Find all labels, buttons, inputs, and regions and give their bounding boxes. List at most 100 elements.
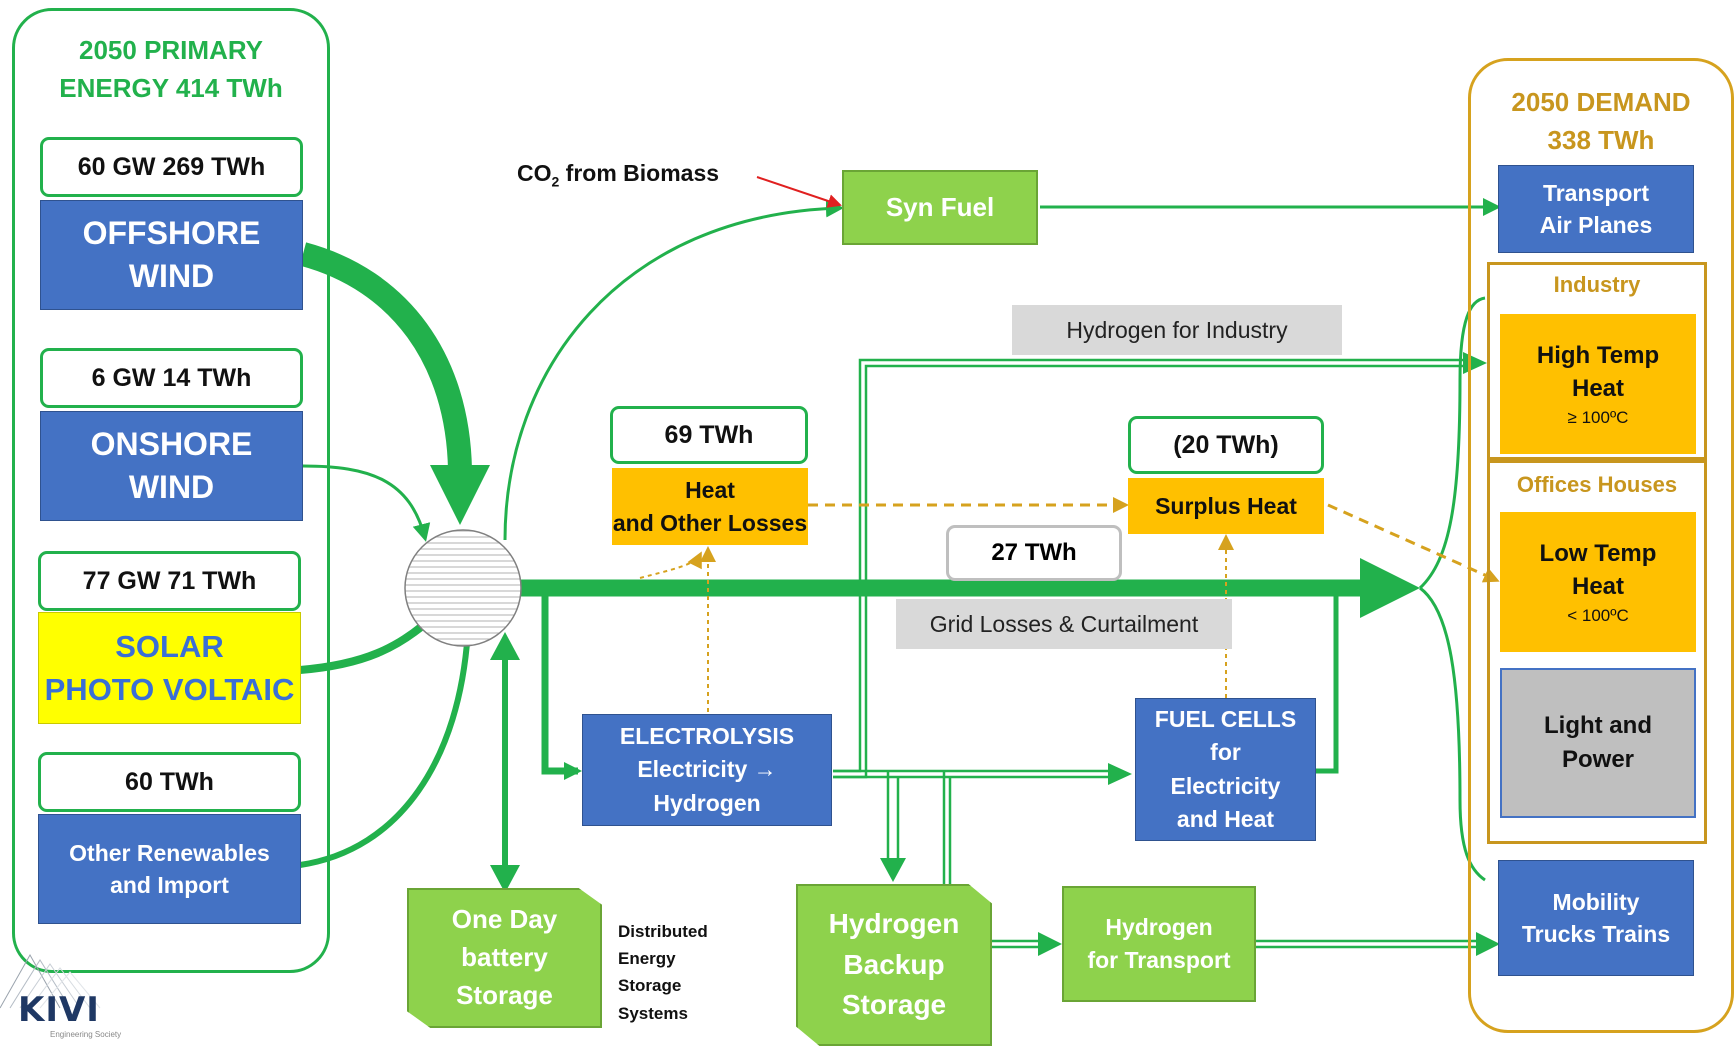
industry-group: [1487, 262, 1707, 460]
transport-line1: Transport: [1542, 179, 1650, 206]
offshore-rating-label: 60 GW 269 TWh: [40, 137, 303, 197]
mobility-box: Mobility Trucks Trains: [1498, 860, 1694, 976]
bus-to-electrolysis-arrow: [541, 596, 582, 780]
demand-title-line1: 2050 DEMAND: [1511, 87, 1691, 117]
surplus-value-label: (20 TWh): [1128, 416, 1324, 474]
hydrogen-industry-label: Hydrogen for Industry: [1012, 305, 1342, 355]
grid-losses-value-label: 27 TWh: [946, 525, 1122, 581]
lowtemp-line2: Heat: [1571, 573, 1625, 601]
h2transport-line1: Hydrogen: [1105, 913, 1213, 940]
solar-line2: PHOTO VOLTAIC: [44, 672, 295, 707]
co2-sub: 2: [551, 173, 560, 190]
h2backup-line2: Backup: [843, 948, 945, 980]
battery-line3: Storage: [456, 979, 553, 1010]
other-line2: and Import: [110, 872, 229, 898]
kivi-logo-tagline: Engineering Society: [50, 1030, 122, 1039]
fuelcells-line3: Electricity: [1170, 772, 1281, 799]
electrolysis-line2: Electricity →: [637, 756, 777, 783]
lowtemp-line1: Low Temp: [1539, 539, 1657, 567]
heat-losses-box: Heat and Other Losses: [612, 468, 808, 545]
surplus-heat-box: Surplus Heat: [1128, 478, 1324, 534]
primary-energy-title: 2050 PRIMARY ENERGY 414 TWh: [12, 32, 330, 107]
battery-line2: battery: [461, 942, 548, 973]
demand-title: 2050 DEMAND 338 TWh: [1468, 84, 1734, 159]
onshore-wind-box: ONSHORE WIND: [40, 411, 303, 521]
battery-bidirectional-arrow: [490, 632, 520, 893]
fuelcells-line1: FUEL CELLS: [1154, 705, 1297, 732]
hightemp-line1: High Temp: [1536, 341, 1660, 369]
battery-storage-box: One Day battery Storage: [407, 888, 602, 1028]
co2-label: CO2 from Biomass: [517, 160, 719, 190]
syn-fuel-box: Syn Fuel: [842, 170, 1038, 245]
solar-line1: SOLAR: [115, 628, 224, 664]
hydrogen-transport-box: Hydrogen for Transport: [1062, 886, 1256, 1002]
other-renewables-box: Other Renewables and Import: [38, 814, 301, 924]
main-electricity-bus: [515, 558, 1420, 618]
offshore-flow-arrow: [299, 242, 490, 525]
co2-text: CO: [517, 160, 552, 186]
light-power-box: Light and Power: [1500, 668, 1696, 818]
distributed-line1: Distributed: [618, 922, 708, 941]
low-temp-heat-box: Low Temp Heat < 100ºC: [1500, 512, 1696, 652]
distributed-line4: Systems: [618, 1003, 688, 1023]
h2backup-line1: Hydrogen: [828, 908, 960, 940]
solar-rating-label: 77 GW 71 TWh: [38, 551, 301, 611]
primary-energy-title-line1: 2050 PRIMARY: [79, 35, 263, 65]
offshore-line2: WIND: [128, 258, 215, 294]
grid-losses-label: Grid Losses & Curtailment: [896, 599, 1232, 649]
fuelcells-to-bus-line: [1316, 596, 1339, 774]
offshore-wind-box: OFFSHORE WIND: [40, 200, 303, 310]
kivi-logo: KIVI Engineering Society: [0, 950, 150, 1040]
h2transport-line2: for Transport: [1087, 947, 1231, 973]
onshore-line1: ONSHORE: [90, 425, 253, 462]
co2-arrow: [756, 176, 842, 208]
onshore-rating-label: 6 GW 14 TWh: [40, 348, 303, 408]
high-temp-heat-box: High Temp Heat ≥ 100ºC: [1500, 314, 1696, 454]
offices-houses-group: [1487, 460, 1707, 844]
kivi-logo-name: KIVI: [18, 990, 100, 1030]
industry-label: Industry: [1553, 272, 1641, 297]
other-line1: Other Renewables: [69, 839, 270, 866]
mobility-line1: Mobility: [1552, 888, 1640, 915]
transport-airplanes-box: Transport Air Planes: [1498, 165, 1694, 253]
demand-panel: [1468, 58, 1734, 1033]
distributed-line2: Energy: [618, 949, 676, 969]
co2-rest: from Biomass: [559, 160, 720, 186]
heat-losses-value-label: 69 TWh: [610, 406, 808, 464]
fuelcells-line2: for: [1210, 739, 1241, 766]
hightemp-sub: ≥ 100ºC: [1567, 407, 1629, 427]
solar-pv-box: SOLAR PHOTO VOLTAIC: [38, 612, 301, 724]
synfuel-flow-arrow: [503, 199, 844, 541]
fuel-cells-box: FUEL CELLS for Electricity and Heat: [1135, 698, 1316, 841]
battery-line1: One Day: [451, 904, 558, 935]
lowtemp-sub: < 100ºC: [1567, 605, 1629, 625]
other-flow-arrow: [299, 626, 477, 868]
offices-houses-label: Offices Houses: [1516, 472, 1678, 497]
fuelcells-line4: and Heat: [1176, 805, 1275, 832]
electrolysis-box: ELECTROLYSIS Electricity → Hydrogen: [582, 714, 832, 826]
transport-line2: Air Planes: [1539, 212, 1653, 238]
hydrogen-backup-storage-box: Hydrogen Backup Storage: [796, 884, 992, 1046]
kivi-logo-mark-icon: [0, 953, 101, 1009]
hightemp-line2: Heat: [1571, 375, 1625, 403]
light-line1: Light and: [1544, 712, 1652, 740]
heat-losses-line1: Heat: [685, 477, 735, 504]
electrolysis-line3: Hydrogen: [653, 789, 761, 816]
distributed-storage-note: Distributed Energy Storage Systems: [618, 918, 708, 1027]
distributed-line3: Storage: [618, 976, 682, 996]
onshore-flow-arrow: [302, 464, 431, 542]
light-line2: Power: [1561, 746, 1635, 773]
heat-losses-line2: and Other Losses: [612, 509, 808, 536]
mobility-line2: Trucks Trains: [1521, 921, 1671, 947]
primary-energy-panel: [12, 8, 330, 973]
onshore-line2: WIND: [128, 469, 215, 505]
other-rating-label: 60 TWh: [38, 752, 301, 812]
primary-energy-title-line2: ENERGY 414 TWh: [59, 72, 283, 103]
hydrogen-pipes: [833, 352, 1500, 956]
demand-title-line2: 338 TWh: [1547, 124, 1655, 155]
electrolysis-line1: ELECTROLYSIS: [619, 722, 795, 749]
offshore-line1: OFFSHORE: [82, 214, 261, 251]
energy-hub-circle: [404, 529, 522, 647]
h2backup-line3: Storage: [841, 989, 947, 1021]
